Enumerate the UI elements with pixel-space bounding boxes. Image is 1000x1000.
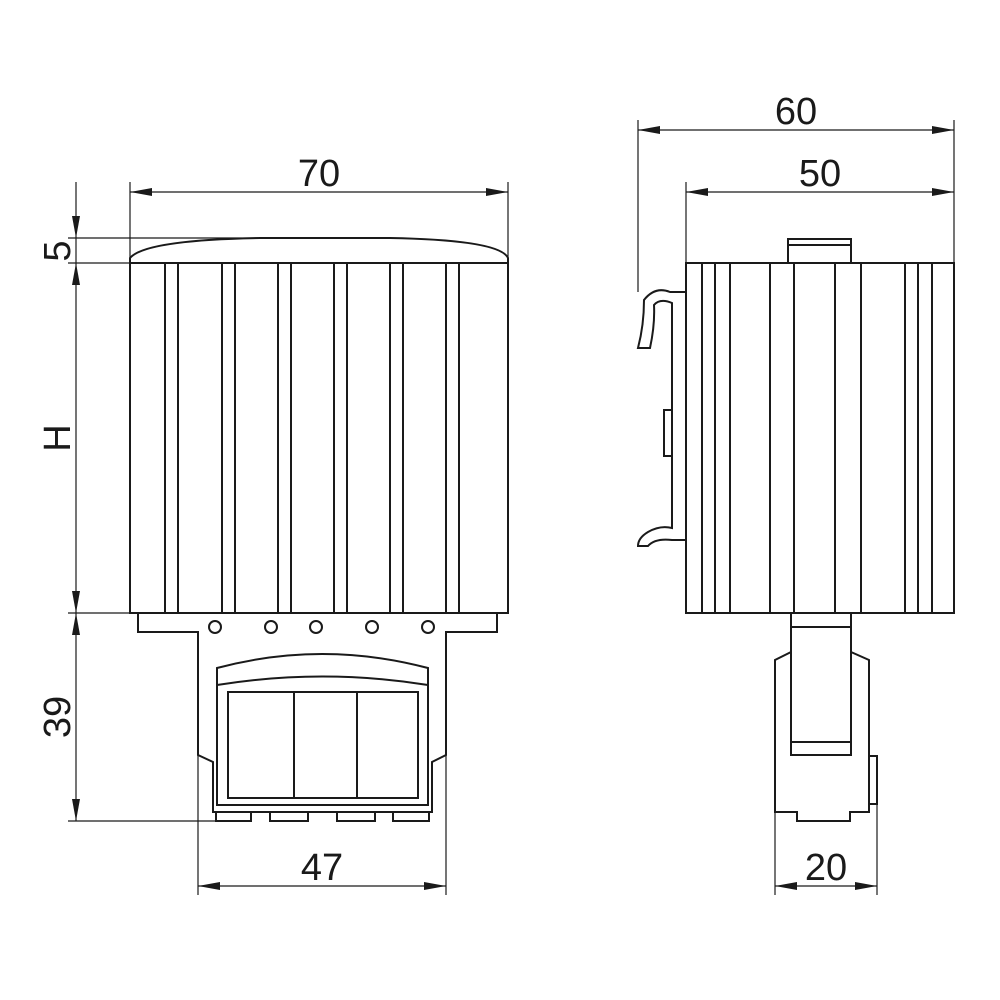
dim-label-terminal-height: 39 [37,696,79,738]
side-din-rail-clip [636,289,686,547]
front-terminal-feet [215,811,430,822]
side-terminal [774,612,878,822]
dim-label-top: 5 [37,240,79,261]
dim-label-terminal-width: 47 [301,847,343,889]
dim-label-terminal-depth: 20 [805,847,847,889]
front-top-cap [129,237,509,264]
dim-label-height: H [37,424,79,451]
dim-label-overall-depth: 60 [775,91,817,133]
front-cooling-fins [164,263,460,613]
dim-label-body-depth: 50 [799,153,841,195]
front-terminal-screws [208,620,435,634]
front-terminal-block [216,653,429,806]
front-view [129,237,509,822]
dim-label-width: 70 [298,153,340,195]
side-cooling-fins [701,263,933,613]
side-heater-body [685,262,955,614]
front-heater-body [129,262,509,614]
dimensions: 70 5 H 39 47 60 50 20 [37,91,955,895]
front-terminal-housing [137,612,498,813]
side-top-tab [787,238,852,264]
side-view [636,238,955,822]
